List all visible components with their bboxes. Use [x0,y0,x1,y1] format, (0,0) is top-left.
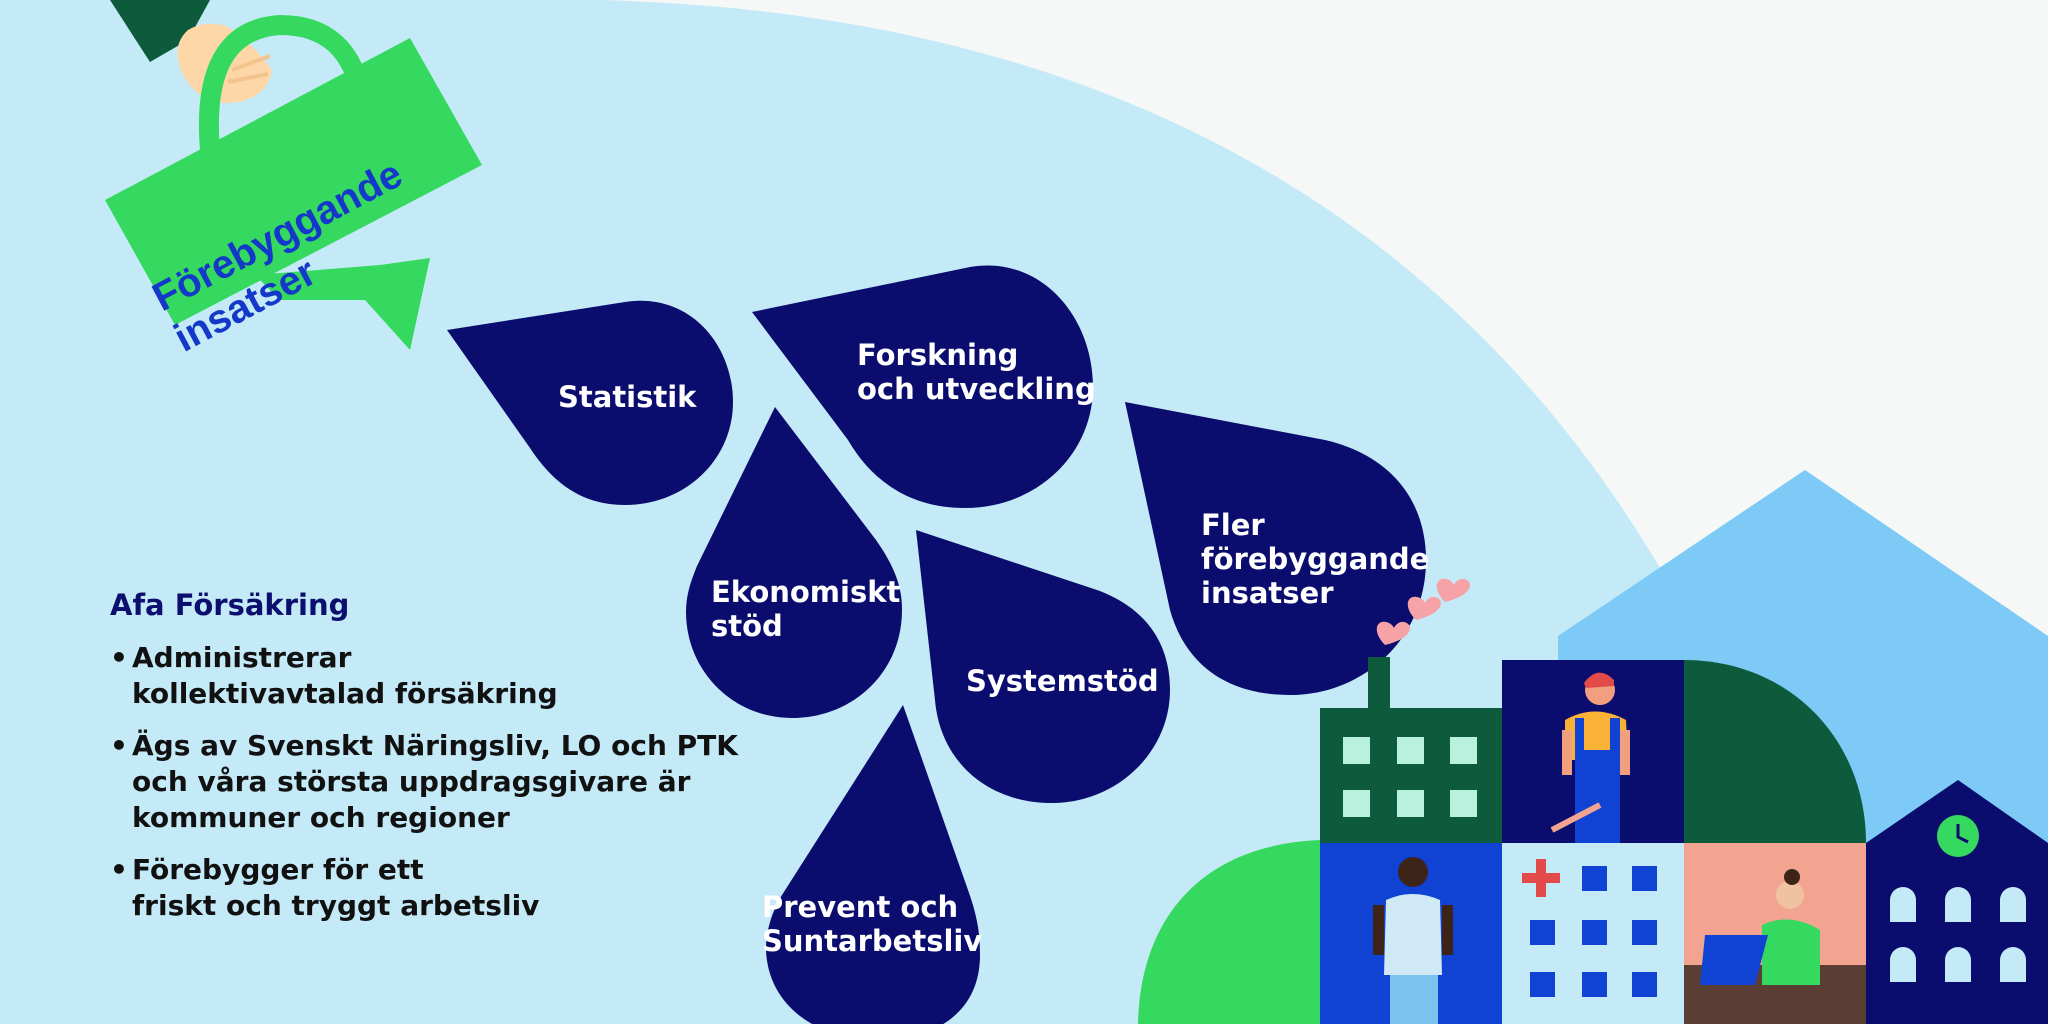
info-block: Afa Försäkring Administrerar kollektivav… [110,588,750,940]
hearts [1376,578,1471,645]
drop-forskning [752,265,1093,508]
school-building [1866,780,2048,1024]
drop-systemstod [916,530,1170,803]
arm-sleeve [110,0,210,62]
plus-icon [1522,859,1560,897]
nurse-figure [1373,857,1453,1024]
drop-label-statistik: Statistik [558,380,697,414]
drop-label-systemstod: Systemstöd [966,664,1159,698]
factory-building [1320,657,1502,843]
heart-icon [1407,596,1442,620]
info-item: Förebygger för ett friskt och tryggt arb… [110,852,750,924]
watering-can [105,14,482,350]
info-title: Afa Försäkring [110,588,350,622]
green-hill [1138,840,1330,1024]
heart-icon [1376,621,1411,645]
drop-statistik [447,300,733,505]
drop-label-ekonomiskt: Ekonomiskt stöd [711,575,901,643]
drop-label-forskning: Forskning och utveckling [857,338,1096,406]
worker-figure [1550,672,1630,843]
info-item: Ägs av Svenskt Näringsliv, LO och PTK oc… [110,728,750,836]
drop-fler [1125,402,1426,695]
heart-icon [1436,578,1471,602]
hospital-windows [1530,866,1657,997]
info-item: Administrerar kollektivavtalad försäkrin… [110,640,750,712]
drop-label-prevent: Prevent och Suntarbetsliv [762,890,983,958]
office-worker-figure [1700,869,1820,985]
drop-label-fler: Fler förebyggande insatser [1201,508,1430,610]
drop-prevent [766,705,980,1024]
green-quarter-tile [1684,660,1866,843]
info-list: Administrerar kollektivavtalad försäkrin… [110,640,750,924]
